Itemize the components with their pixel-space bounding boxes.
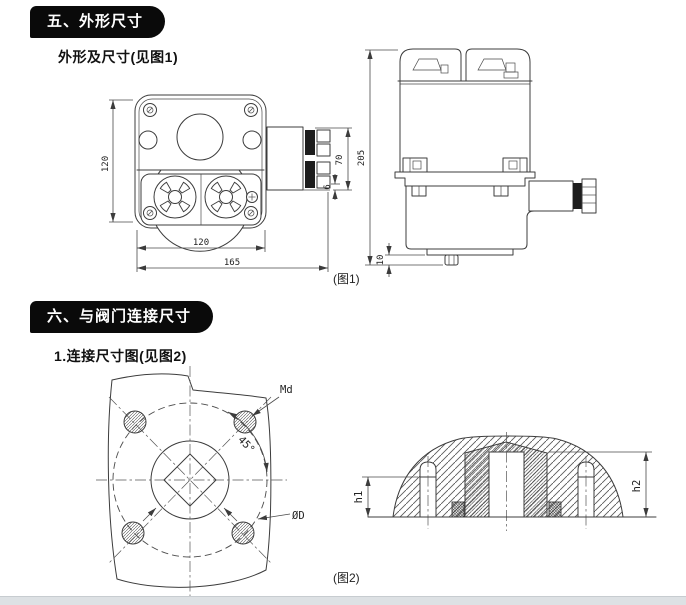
adjustment-knob-right xyxy=(204,175,248,219)
stud-left xyxy=(419,456,437,529)
page-footer-bar xyxy=(0,596,686,605)
bolt-circle xyxy=(112,402,268,558)
side-flange xyxy=(394,171,536,187)
square-drive xyxy=(163,453,217,507)
bolt-circle-callout: ØD xyxy=(257,510,305,522)
subtitle-connection-dimensions: 1.连接尺寸图(见图2) xyxy=(54,348,187,364)
dim-h2: h2 xyxy=(549,451,652,517)
subtitle-outline-dimensions: 外形及尺寸(见图1) xyxy=(58,49,179,65)
output-shaft xyxy=(444,254,459,266)
center-boss-circle xyxy=(150,440,230,520)
side-view-drawing: 205 10 xyxy=(357,48,597,277)
front-center-bore xyxy=(176,113,224,161)
dim-label-height: 120 xyxy=(101,156,111,172)
dim-front-height: 120 xyxy=(101,99,133,223)
mounting-cross-section: h1 h2 xyxy=(353,432,657,531)
corner-screws xyxy=(143,103,258,220)
figure1-drawing: 120 120 165 70 xyxy=(101,48,597,277)
dim-front-width: 120 xyxy=(136,230,266,272)
dim-side-total-height: 205 xyxy=(357,49,443,266)
cable-gland xyxy=(528,178,597,214)
dim-connector-step: 6 xyxy=(323,174,340,200)
section-banner-valve-connection: 六、与阀门连接尺寸 xyxy=(30,301,214,333)
dim-label-connector-height: 70 xyxy=(335,155,345,166)
dim-h1: h1 xyxy=(353,476,418,517)
terminal-block xyxy=(266,126,331,191)
h2-label: h2 xyxy=(631,480,643,493)
figure1-caption: (图1) xyxy=(333,272,360,286)
figure2-caption: (图2) xyxy=(333,571,360,585)
dim-label-width: 120 xyxy=(193,238,209,248)
dim-shaft-protrusion: 10 xyxy=(376,243,425,277)
flange-body xyxy=(107,373,272,588)
bolt-circle-label: ØD xyxy=(292,510,305,522)
section-banner-outline-dimensions: 五、外形尺寸 xyxy=(30,6,166,38)
stud-right xyxy=(577,456,595,529)
thread-label: Md xyxy=(280,384,293,396)
dim-front-total-width: 165 xyxy=(137,192,329,272)
dim-label-connector-step: 6 xyxy=(323,184,333,189)
dim-label-total-height: 205 xyxy=(357,150,367,166)
front-view-drawing: 120 120 165 70 xyxy=(101,94,352,272)
h1-label: h1 xyxy=(353,491,365,504)
adjustment-knob-left xyxy=(153,175,197,219)
cross-screw xyxy=(246,191,258,203)
dim-label-total-width: 165 xyxy=(224,258,240,268)
figure2-drawing: Md 45° ØD xyxy=(96,366,657,600)
flange-top-view: Md 45° ØD xyxy=(96,366,305,600)
dim-label-shaft: 10 xyxy=(376,255,386,266)
